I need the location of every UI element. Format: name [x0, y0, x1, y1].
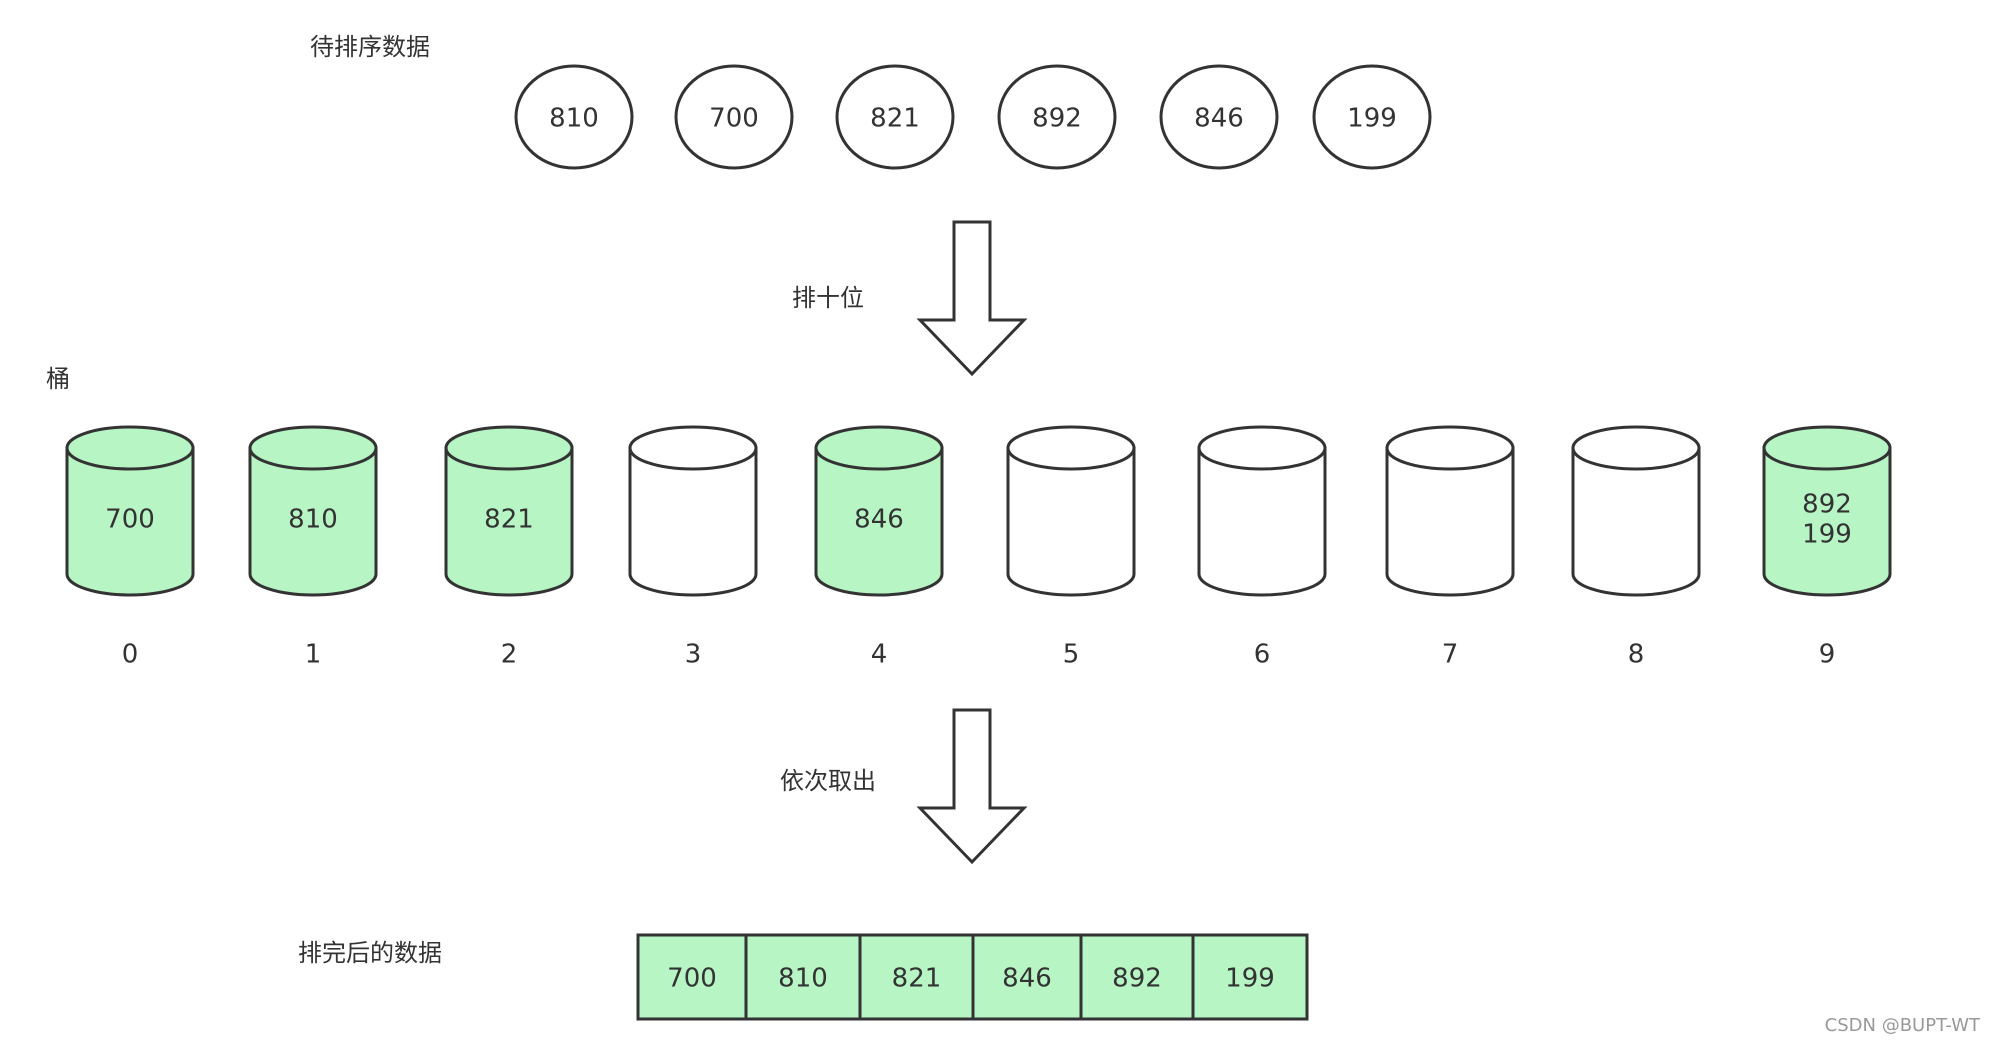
input-node-value: 892 [1032, 104, 1082, 134]
bucket: 700 0 [65, 425, 195, 670]
input-node: 846 [1159, 64, 1279, 170]
output-cell-box [1191, 933, 1309, 1021]
bucket-top [65, 425, 195, 471]
output-cell-box [744, 933, 862, 1021]
bucket-index: 0 [122, 640, 139, 670]
bucket-index: 7 [1442, 640, 1459, 670]
watermark: CSDN @BUPT-WT [1825, 1015, 1981, 1036]
bucket-top [628, 425, 758, 471]
down-arrow-icon [916, 708, 1028, 865]
bucket-item: 846 [854, 505, 904, 535]
output-cell-value: 700 [667, 964, 717, 994]
bucket-body [1762, 446, 1892, 597]
input-nodes: 810 700 821 892 846 199 [514, 64, 1432, 170]
bucket-item: 700 [105, 505, 155, 535]
bucket-top [1006, 425, 1136, 471]
down-arrow-icon [916, 220, 1028, 377]
bucket: 821 2 [444, 425, 574, 670]
bucket-body [65, 446, 195, 597]
bucket-top [1762, 425, 1892, 471]
bucket-index: 8 [1628, 640, 1645, 670]
step1-label: 排十位 [792, 284, 864, 312]
output-cell-value: 821 [892, 964, 942, 994]
bucket-item: 199 [1802, 520, 1852, 550]
bucket-top [1385, 425, 1515, 471]
input-node-circle [1312, 64, 1432, 170]
bucket-top [444, 425, 574, 471]
input-node-value: 199 [1347, 104, 1397, 134]
bucket-index: 2 [501, 640, 518, 670]
bucket-body [1006, 446, 1136, 597]
input-node-circle [997, 64, 1117, 170]
input-node: 821 [835, 64, 955, 170]
output-cell-box [636, 933, 748, 1021]
input-node: 810 [514, 64, 634, 170]
bucket-body [1197, 446, 1327, 597]
output-cell: 810 [744, 933, 862, 1021]
input-node-value: 700 [709, 104, 759, 134]
bucket-top [248, 425, 378, 471]
bucket-body [248, 446, 378, 597]
output-cell-value: 810 [778, 964, 828, 994]
bucket-index: 3 [685, 640, 702, 670]
input-node-circle [674, 64, 794, 170]
bucket-body [628, 446, 758, 597]
output-cell-box [858, 933, 975, 1021]
bucket-item: 892 [1802, 490, 1852, 520]
bucket-item: 810 [288, 505, 338, 535]
input-node: 700 [674, 64, 794, 170]
bucket-index: 1 [305, 640, 322, 670]
input-node: 892 [997, 64, 1117, 170]
bucket-index: 5 [1063, 640, 1080, 670]
bucket-body [1385, 446, 1515, 597]
input-node-value: 810 [549, 104, 599, 134]
bucket-index: 6 [1254, 640, 1271, 670]
bucket: 7 [1385, 425, 1515, 670]
output-cell-value: 846 [1002, 964, 1052, 994]
output-cell-value: 199 [1225, 964, 1275, 994]
bucket: 5 [1006, 425, 1136, 670]
output-array: 700 810 821 846 892 199 [636, 933, 1309, 1021]
bucket: 6 [1197, 425, 1327, 670]
input-node: 199 [1312, 64, 1432, 170]
bucket-body [444, 446, 574, 597]
step2-label: 依次取出 [780, 767, 876, 795]
bucket-index: 4 [871, 640, 888, 670]
bucket: 810 1 [248, 425, 378, 670]
bucket-index: 9 [1819, 640, 1836, 670]
input-node-circle [835, 64, 955, 170]
bucket: 846 4 [814, 425, 944, 670]
bucket-body [814, 446, 944, 597]
output-cell: 892 [1079, 933, 1195, 1021]
bucket: 8 [1571, 425, 1701, 670]
input-node-value: 846 [1194, 104, 1244, 134]
output-cell: 821 [858, 933, 975, 1021]
bucket: 3 [628, 425, 758, 670]
output-cell-box [1079, 933, 1195, 1021]
bucket-top [1571, 425, 1701, 471]
output-cell: 199 [1191, 933, 1309, 1021]
bucket-body [1571, 446, 1701, 597]
output-cell: 846 [971, 933, 1083, 1021]
output-label: 排完后的数据 [298, 939, 442, 967]
input-node-circle [514, 64, 634, 170]
bucket-item: 821 [484, 505, 534, 535]
bucket-label: 桶 [46, 365, 70, 393]
bucket-top [814, 425, 944, 471]
input-node-value: 821 [870, 104, 920, 134]
output-cell-value: 892 [1112, 964, 1162, 994]
input-label: 待排序数据 [310, 33, 430, 61]
output-cell: 700 [636, 933, 748, 1021]
input-node-circle [1159, 64, 1279, 170]
bucket-top [1197, 425, 1327, 471]
